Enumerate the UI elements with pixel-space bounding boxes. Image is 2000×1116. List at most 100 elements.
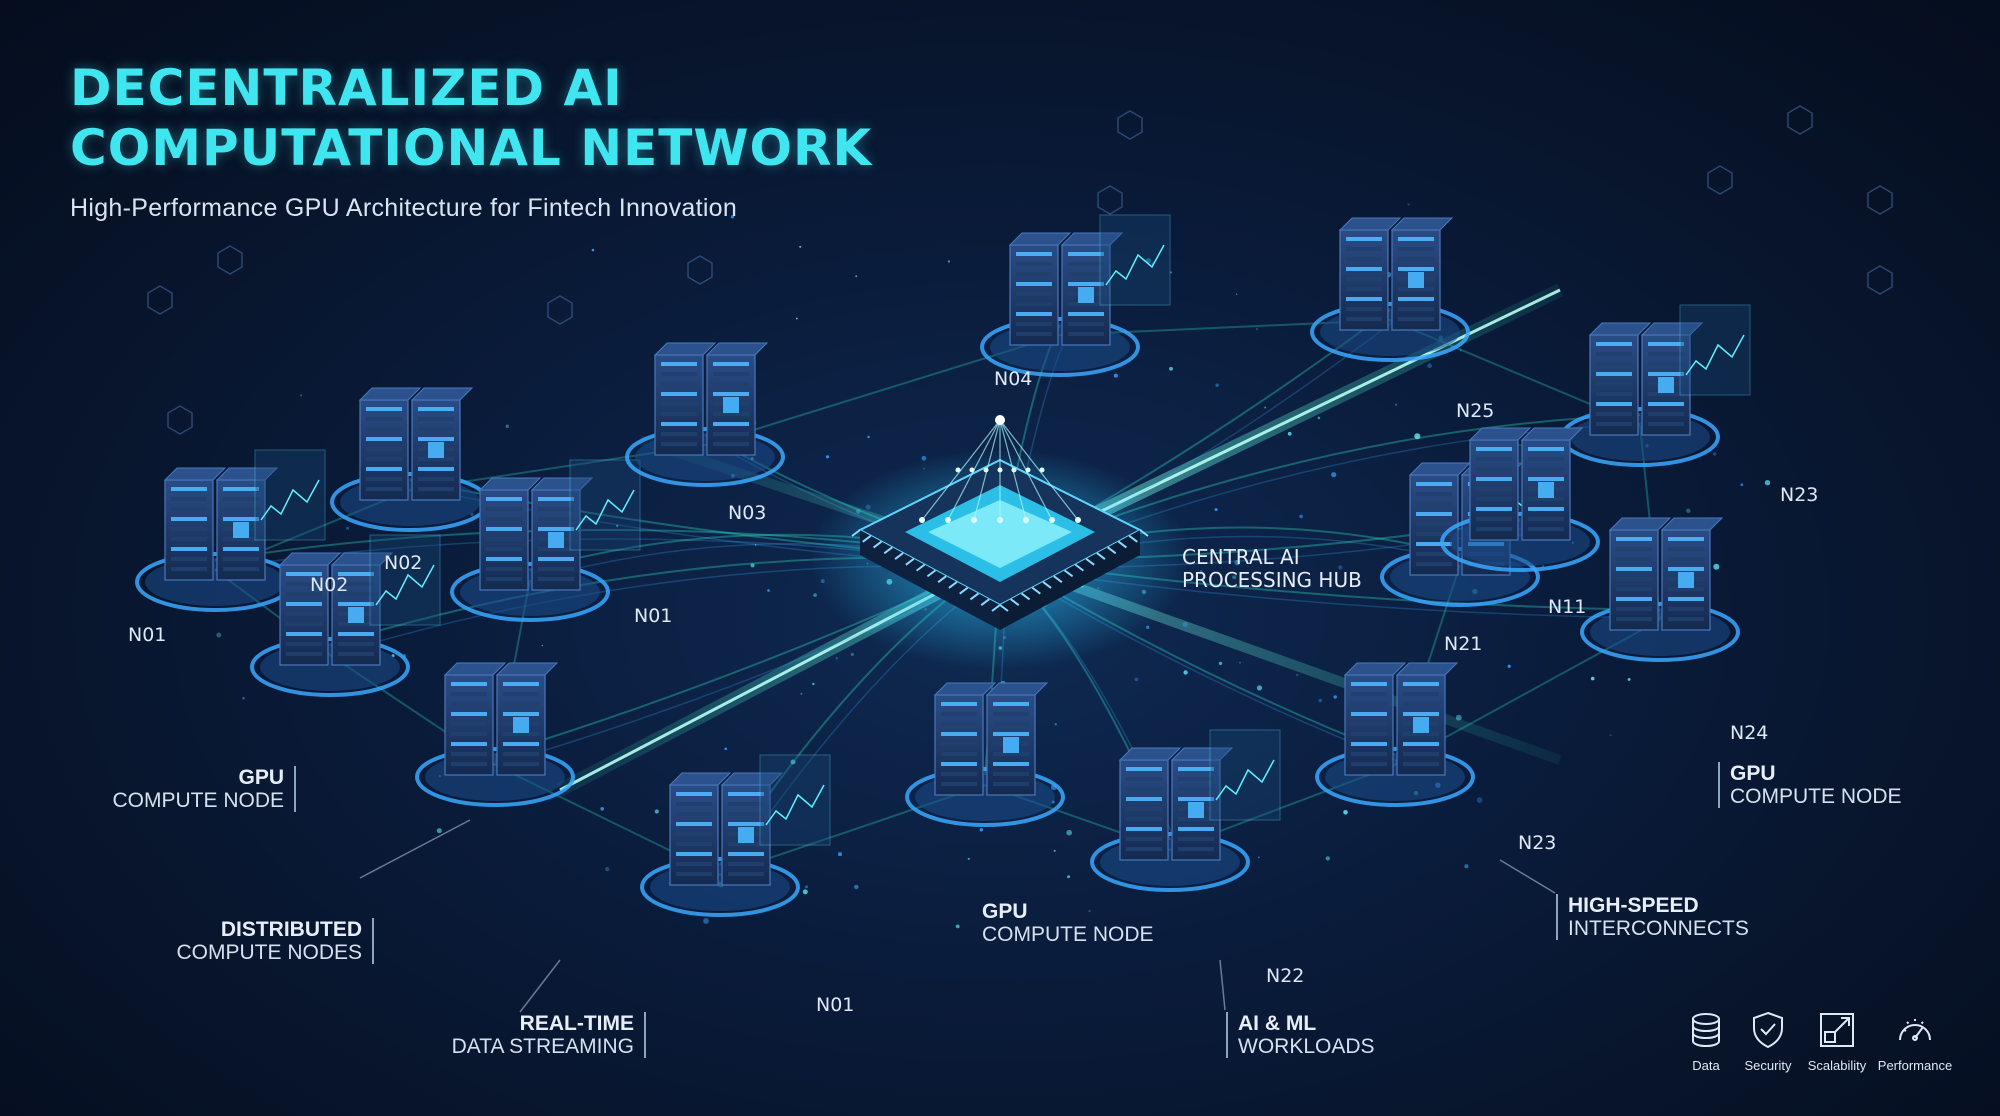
server-slot [661,422,697,426]
server-slot [1178,777,1214,781]
server-slot [1351,682,1387,686]
gauge-icon [1899,1019,1931,1041]
server-slot [1016,312,1052,316]
server-slot [1403,702,1439,706]
server-slot [676,852,712,856]
hexagon-decoration [547,295,573,325]
node-glow-ring [640,857,800,917]
callout-light: WORKLOADS [1238,1035,1375,1058]
neural-node [1049,517,1055,523]
node-glow-ring [905,767,1065,827]
server-slot [1596,352,1632,356]
server-slot [171,537,207,541]
server-slot [1068,252,1104,256]
server-slot [1351,732,1387,736]
server-slot [728,792,764,796]
gpu-chip-icon [1188,802,1204,818]
server-slot [1403,762,1439,766]
server-slot [941,732,977,736]
server-slot [941,722,977,726]
neural-node [997,517,1003,523]
particle [1318,698,1322,703]
server-slot [538,577,574,581]
hub-pin [1117,540,1128,549]
server-slot [1126,787,1162,791]
server-slot [1178,827,1214,831]
server-slot [1416,562,1452,566]
particle [1455,714,1462,721]
server-slot [1351,702,1387,706]
hub-pin [862,534,872,543]
server-slot [171,547,207,551]
server-slot [1178,787,1214,791]
server-slot [503,702,539,706]
server-slot [1476,517,1512,521]
server-slot [1668,617,1704,621]
callout-light: COMPUTE NODE [112,789,284,812]
particle [1232,575,1237,580]
particle [855,275,858,278]
server-slot [366,467,402,471]
server-slot [1596,372,1632,376]
hologram-chart [575,489,635,531]
gpu-server-node [415,662,575,807]
server-slot [676,792,712,796]
server-slot [538,557,574,561]
server-slot [538,517,574,521]
gpu-server-node [135,449,326,612]
server-slot [1648,412,1684,416]
neural-node [997,467,1003,473]
node-glow-ring [1315,747,1475,807]
shield-icon [1753,1011,1783,1049]
callout-light: COMPUTE NODE [1730,785,1902,808]
hub-pin [1010,598,1020,607]
particle [1170,271,1172,274]
server-top [1395,662,1459,676]
legend-label: Scalability [1807,1058,1867,1073]
server-slot [1398,317,1434,321]
hub-pin [969,592,980,601]
hexagon-decoration [217,245,243,275]
server-slot [1668,597,1704,601]
server-slot [661,392,697,396]
particle [1476,797,1483,803]
neural-node [971,517,977,523]
particle [1764,480,1771,486]
gpu-chip-icon [1413,717,1429,733]
gpu-server-node [980,214,1171,377]
gpu-server-node [250,534,441,697]
particle [1287,431,1292,436]
server-top [495,662,559,676]
gpu-chip-icon [1658,377,1674,393]
server-slot [338,622,374,626]
hub-pin [937,575,947,583]
server-slot [1416,542,1452,546]
hexagon-decoration [1867,265,1893,295]
server-slot [1648,342,1684,346]
server-slot [503,762,539,766]
particle [1325,856,1330,861]
particle [1713,563,1720,570]
server-slot [1351,762,1387,766]
hexagon-decoration [1097,185,1123,215]
server-slot [661,372,697,376]
server-slot [728,852,764,856]
gpu-server-node [625,342,785,487]
server-slot [1416,522,1452,526]
server-top [1170,747,1234,761]
server-slot [1596,412,1632,416]
gpu-chip-icon [1678,572,1694,588]
server-slot [993,702,1029,706]
particle [750,563,755,568]
server-slot [1596,362,1632,366]
hub-pin [959,586,969,595]
server-slot [941,752,977,756]
server-slot [1648,402,1684,406]
server-slot [1346,267,1382,271]
server-slot [418,467,454,471]
server-slot [1398,257,1434,261]
server-slot [418,407,454,411]
particle [703,918,709,924]
server-top [1468,427,1532,441]
server-slot [1616,607,1652,611]
